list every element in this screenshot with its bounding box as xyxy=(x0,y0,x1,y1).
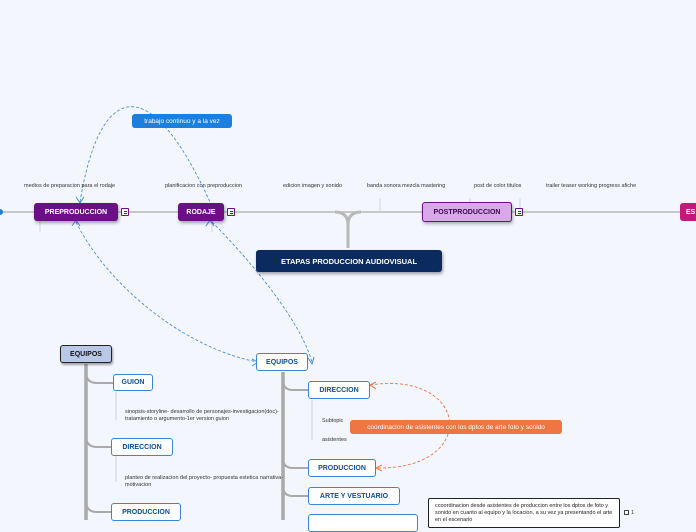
right-equipos-node[interactable]: EQUIPOS xyxy=(256,353,308,371)
note-box: ccoordinacion desde asistentes de produc… xyxy=(428,498,620,528)
label-rodaje: planificacion con preproduccion xyxy=(165,183,243,189)
right-tree-branches xyxy=(282,379,309,497)
floating-topic-coordinacion[interactable]: coordinacion de asistentes con los dptos… xyxy=(350,420,562,434)
right-subtopic: Subtopic xyxy=(322,418,344,424)
label-post-trailer: trailer teaser working progress afiche xyxy=(546,183,637,189)
left-direccion-node[interactable]: DIRECCION xyxy=(111,438,173,456)
arrowhead xyxy=(374,464,383,472)
menu-icon[interactable] xyxy=(227,208,235,216)
link-preproduccion-equipos xyxy=(75,221,259,363)
link-preproduccion-rodaje xyxy=(79,106,211,203)
right-asistentes: asistentes xyxy=(322,437,347,443)
stage-rodaje[interactable]: RODAJE xyxy=(178,203,224,221)
left-guion-note: sinopsis-storyline- desarrollo de person… xyxy=(125,409,279,423)
checkbox-icon[interactable] xyxy=(624,510,629,515)
note-counter: 1 xyxy=(631,510,635,516)
menu-icon[interactable] xyxy=(515,208,523,216)
link-rodaje-equipos xyxy=(211,221,313,363)
left-guion-node[interactable]: GUION xyxy=(113,374,153,391)
right-partial-node[interactable] xyxy=(308,514,418,532)
right-arte-node[interactable]: ARTE Y VESTUARIO xyxy=(308,487,400,505)
left-equipos-node[interactable]: EQUIPOS xyxy=(60,345,112,363)
left-produccion-node[interactable]: PRODUCCION xyxy=(111,503,181,521)
left-direccion-note: planteo de realizacion del proyecto- pro… xyxy=(125,475,284,489)
right-produccion-node[interactable]: PRODUCCION xyxy=(308,459,376,477)
label-post-color: post de color titulos xyxy=(474,183,522,189)
central-connector xyxy=(334,210,350,248)
arrowhead xyxy=(369,381,377,390)
label-preproduccion: medios de preparacion para el rodaje xyxy=(24,183,116,189)
label-post-banda: banda sonora mezcla mastering xyxy=(367,183,446,189)
right-direccion-node[interactable]: DIRECCION xyxy=(308,381,370,399)
stage-preproduccion[interactable]: PREPRODUCCION xyxy=(34,203,118,221)
left-tree-branches xyxy=(85,371,113,513)
central-topic[interactable]: ETAPAS PRODUCCION AUDIOVISUAL xyxy=(256,250,442,272)
floating-topic-trabajo[interactable]: trabajo continuo y a la vez xyxy=(132,114,232,128)
arrowhead xyxy=(307,356,315,366)
stage-partial-offscreen[interactable]: ES xyxy=(680,203,696,221)
offscreen-node-dot xyxy=(0,209,3,215)
label-post-edicion: edicion imagen y sonido xyxy=(283,183,343,189)
menu-icon[interactable] xyxy=(121,208,129,216)
central-connector-right xyxy=(346,210,362,226)
stage-postproduccion[interactable]: POSTPRODUCCION xyxy=(422,202,512,222)
